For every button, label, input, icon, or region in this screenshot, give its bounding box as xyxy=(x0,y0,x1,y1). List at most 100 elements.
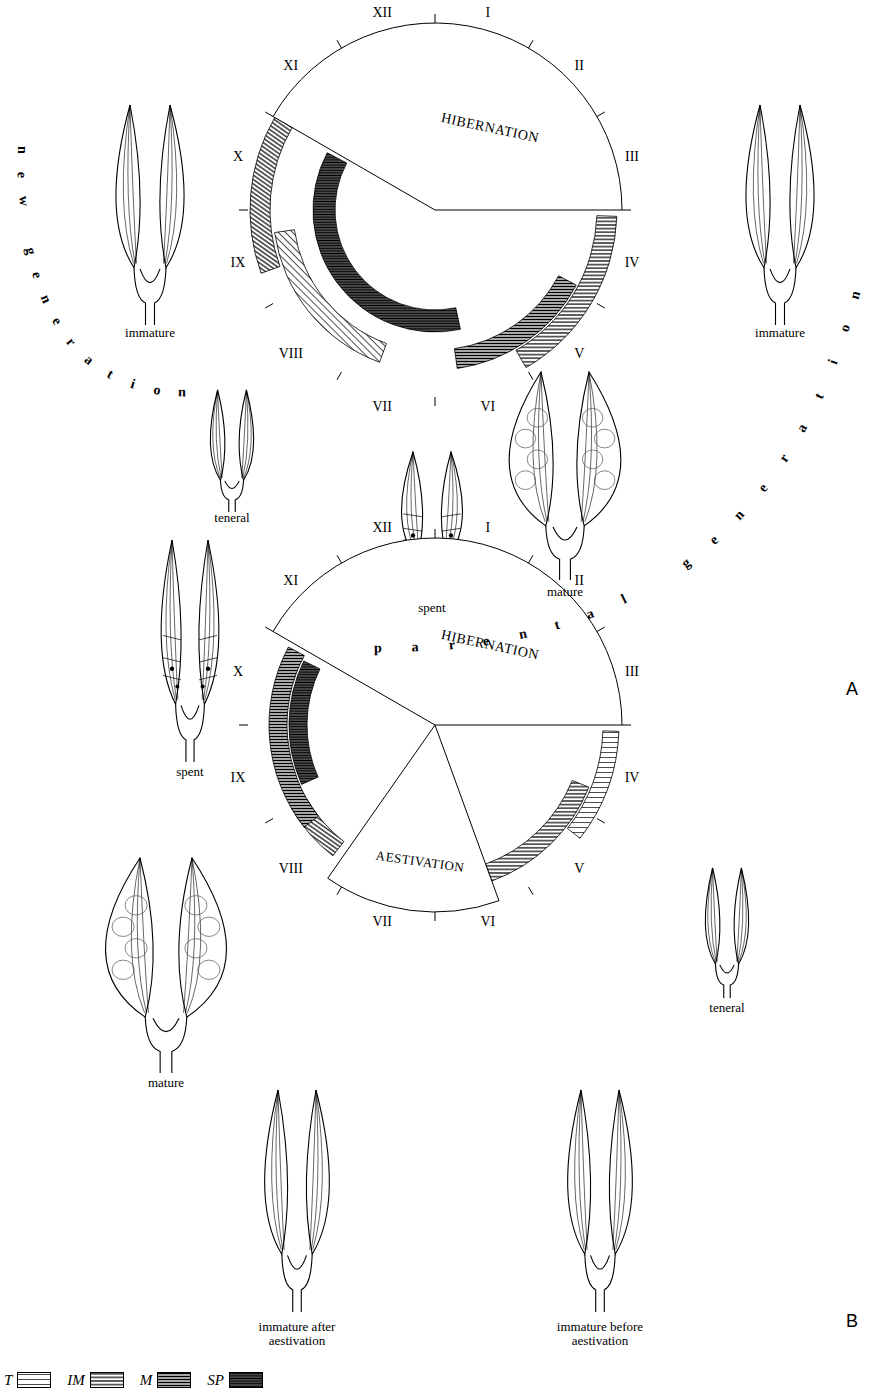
oocyte xyxy=(515,429,535,448)
oocyte xyxy=(185,939,207,958)
follicle-line xyxy=(199,658,217,662)
season-sector: HIBERNATION xyxy=(271,536,624,727)
month-numeral: V xyxy=(574,347,584,362)
panel-letter: B xyxy=(846,1312,858,1332)
ovariole-line xyxy=(541,372,549,522)
follicle-line xyxy=(199,635,217,639)
ovariole-line xyxy=(585,372,597,522)
month-tick xyxy=(265,304,273,309)
ovariole-line xyxy=(795,105,802,263)
ovariole-line xyxy=(614,1090,621,1250)
ovariole-line xyxy=(164,105,171,263)
ovariole-line xyxy=(204,540,210,700)
oocyte xyxy=(515,471,535,490)
ovariole-line xyxy=(739,868,746,962)
ovary-lobe xyxy=(161,540,181,704)
month-tick xyxy=(337,887,342,895)
oocyte xyxy=(112,917,134,936)
oocyte xyxy=(185,896,207,915)
curved-letter: e xyxy=(706,532,721,548)
ovary-lobe xyxy=(179,858,227,1017)
oocyte xyxy=(112,960,134,979)
month-tick xyxy=(435,529,436,538)
ovary-lobe xyxy=(199,540,219,704)
follicle-line xyxy=(404,528,423,531)
month-tick xyxy=(265,627,273,632)
curved-letter: r xyxy=(448,637,456,653)
month-numeral: VII xyxy=(372,914,391,929)
stage-label: spent xyxy=(176,765,203,779)
curved-letter: r xyxy=(776,451,792,465)
month-numeral: III xyxy=(625,149,639,164)
ovariole-line xyxy=(166,540,175,700)
month-numeral: II xyxy=(575,58,584,73)
follicle-line xyxy=(404,514,423,517)
season-sector: AESTIVATION xyxy=(325,723,502,914)
follicle-line xyxy=(442,528,461,531)
phase-arc xyxy=(275,230,387,362)
ovariole-line xyxy=(753,105,763,263)
corpus-dot xyxy=(175,685,179,689)
month-numeral: IX xyxy=(231,255,246,270)
oocyte xyxy=(198,917,220,936)
ovary-lobe xyxy=(239,390,254,480)
month-numeral: VI xyxy=(480,399,495,414)
legend-text: T xyxy=(4,1372,12,1389)
month-tick xyxy=(435,397,436,406)
month-numeral: II xyxy=(575,573,584,588)
ovariole-line xyxy=(186,858,195,1013)
month-tick xyxy=(239,725,248,726)
month-tick xyxy=(529,555,534,563)
ovariole-line xyxy=(533,372,545,522)
oviduct-line xyxy=(225,481,239,489)
month-tick xyxy=(597,819,605,824)
oocyte xyxy=(594,429,614,448)
stage-label: immature xyxy=(125,326,175,340)
curved-letter: n xyxy=(178,384,186,400)
month-tick xyxy=(337,555,342,563)
month-numeral: IX xyxy=(231,770,246,785)
month-numeral: I xyxy=(485,520,490,535)
curved-letter xyxy=(651,575,662,590)
phase-arc xyxy=(250,118,292,274)
stage-label: immature xyxy=(755,326,805,340)
ovary-lobe xyxy=(790,105,814,268)
ovary-lobe xyxy=(306,1090,329,1254)
curved-letter: g xyxy=(678,554,693,571)
ovariole-line xyxy=(213,390,220,478)
month-numeral: IV xyxy=(625,770,640,785)
stage-label: immature after aestivation xyxy=(242,1320,352,1349)
follicle-line xyxy=(442,514,461,517)
sector-shape xyxy=(273,23,622,210)
oviduct-line xyxy=(153,1018,179,1031)
ovary-lobe xyxy=(160,105,184,268)
ovary-lobe xyxy=(734,868,749,964)
ovariole-line xyxy=(581,372,589,522)
ovariole-line xyxy=(794,105,801,263)
month-tick xyxy=(529,372,534,380)
month-tick xyxy=(265,112,273,117)
curved-letter: l xyxy=(619,592,629,608)
oocyte xyxy=(582,450,602,469)
month-numeral: V xyxy=(574,862,584,877)
curved-letter: n xyxy=(847,289,864,301)
oocyte xyxy=(582,408,602,427)
month-tick xyxy=(597,627,605,632)
curved-letter: o xyxy=(153,382,162,398)
curved-letter: o xyxy=(837,322,854,333)
ovariole-line xyxy=(616,1090,626,1250)
legend-text: M xyxy=(140,1372,153,1389)
ovariole-line xyxy=(711,868,716,962)
curved-letter: r xyxy=(63,335,79,350)
month-numeral: I xyxy=(485,5,490,20)
ovariole-line xyxy=(131,858,144,1013)
month-numeral: VI xyxy=(480,914,495,929)
legend-swatch xyxy=(157,1372,191,1388)
ovariole-line xyxy=(613,1090,619,1250)
month-numeral: VIII xyxy=(279,862,303,877)
curved-letter: a xyxy=(412,639,420,655)
ovary-lobe xyxy=(746,105,770,268)
corpus-dot xyxy=(201,685,205,689)
ovariole-line xyxy=(243,390,248,478)
month-tick xyxy=(529,40,534,48)
